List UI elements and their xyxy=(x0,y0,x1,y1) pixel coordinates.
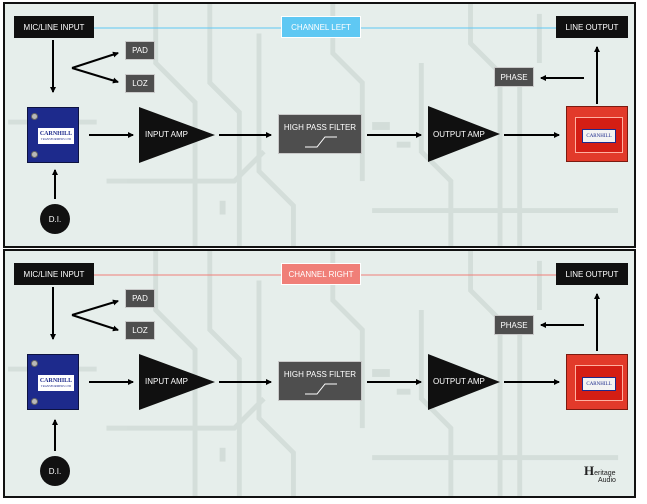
circuit-background xyxy=(8,251,619,496)
left-input-amp-triangle xyxy=(139,107,215,163)
left-output-amp-label: OUTPUT AMP xyxy=(433,130,485,139)
right-mic-line-input: MIC/LINE INPUT xyxy=(14,263,94,285)
arrow-icon xyxy=(71,51,119,69)
left-input-transformer-brand: CARNHILL xyxy=(39,131,73,137)
right-input-transformer: CARNHILL TRANSFORMERS LTD xyxy=(27,354,79,410)
left-input-transformer: CARNHILL TRANSFORMERS LTD xyxy=(27,107,79,163)
left-hpf-label: HIGH PASS FILTER xyxy=(283,123,357,132)
right-input-amp-label: INPUT AMP xyxy=(145,377,188,386)
arrow-icon xyxy=(71,299,119,316)
left-loz: LOZ xyxy=(125,74,155,93)
circuit-background xyxy=(8,4,619,246)
left-output-amp-triangle xyxy=(428,106,500,162)
heritage-audio-logo: Heritage Audio xyxy=(584,464,616,484)
right-input-amp-triangle xyxy=(139,354,215,410)
channel-left-panel xyxy=(3,2,636,248)
left-output-transformer: CARNHILL xyxy=(566,106,628,162)
right-phase: PHASE xyxy=(494,315,534,335)
left-pad: PAD xyxy=(125,41,155,60)
right-hpf-label: HIGH PASS FILTER xyxy=(283,370,357,379)
logo-initial: H xyxy=(584,463,595,478)
left-input-transformer-sub: TRANSFORMERS LTD xyxy=(40,137,72,141)
right-pad: PAD xyxy=(125,289,155,308)
right-output-amp-label: OUTPUT AMP xyxy=(433,377,485,386)
right-channel-banner: CHANNEL RIGHT xyxy=(281,263,361,285)
right-output-transformer-brand: CARNHILL xyxy=(586,381,612,387)
high-pass-curve-icon xyxy=(305,136,337,148)
logo-line2: Audio xyxy=(598,477,616,484)
right-di: D.I. xyxy=(40,456,70,486)
left-line-output: LINE OUTPUT xyxy=(556,16,628,38)
right-line-output: LINE OUTPUT xyxy=(556,263,628,285)
arrow-icon xyxy=(71,314,119,332)
right-output-amp-triangle xyxy=(428,354,500,410)
screw-icon xyxy=(31,398,38,405)
screw-icon xyxy=(31,113,38,120)
right-loz: LOZ xyxy=(125,321,155,340)
arrow-icon xyxy=(71,67,119,84)
right-input-transformer-sub: TRANSFORMERS LTD xyxy=(40,384,72,388)
left-di: D.I. xyxy=(40,204,70,234)
logo-line1: eritage xyxy=(594,470,616,477)
screw-icon xyxy=(31,360,38,367)
left-phase: PHASE xyxy=(494,67,534,87)
left-output-transformer-brand: CARNHILL xyxy=(586,133,612,139)
high-pass-curve-icon xyxy=(305,383,337,395)
screw-icon xyxy=(31,151,38,158)
right-output-transformer: CARNHILL xyxy=(566,354,628,410)
left-input-amp-label: INPUT AMP xyxy=(145,130,188,139)
right-high-pass-filter: HIGH PASS FILTER xyxy=(278,361,362,401)
left-mic-line-input: MIC/LINE INPUT xyxy=(14,16,94,38)
right-input-transformer-brand: CARNHILL xyxy=(39,378,73,384)
left-channel-banner: CHANNEL LEFT xyxy=(281,16,361,38)
left-high-pass-filter: HIGH PASS FILTER xyxy=(278,114,362,154)
